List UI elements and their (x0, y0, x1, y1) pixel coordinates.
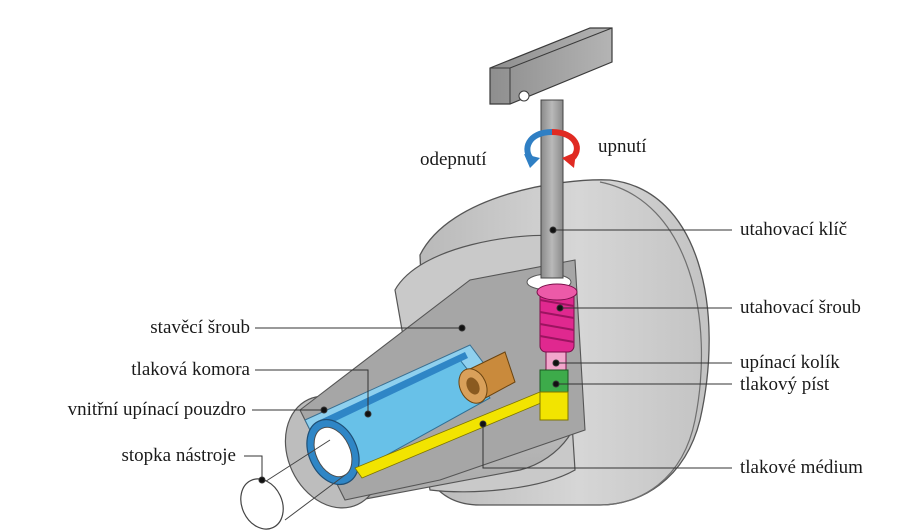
label-inner-sleeve: vnitřní upínací pouzdro (67, 399, 246, 420)
rotate-both-icon (524, 129, 580, 168)
label-pressure-chamber: tlaková komora (131, 359, 250, 380)
label-clamping-pin: upínací kolík (740, 352, 840, 373)
tightening-screw (536, 283, 578, 353)
label-clamp: upnutí (598, 136, 647, 157)
label-tightening-key: utahovací klíč (740, 219, 848, 240)
label-tool-shank: stopka nástroje (121, 445, 236, 466)
leader-lines (244, 226, 732, 484)
label-tightening-screw: utahovací šroub (740, 297, 861, 318)
pressure-piston (539, 369, 569, 393)
set-screw (458, 351, 516, 404)
label-pressure-medium: tlakové médium (740, 457, 863, 478)
tool-shank (240, 439, 346, 530)
label-pressure-piston: tlakový píst (740, 374, 830, 395)
t-handle-wrench-icon (489, 27, 613, 279)
label-set-screw: stavěcí šroub (150, 317, 250, 338)
label-unclamp: odepnutí (420, 149, 487, 170)
cutaway-section (299, 259, 586, 501)
